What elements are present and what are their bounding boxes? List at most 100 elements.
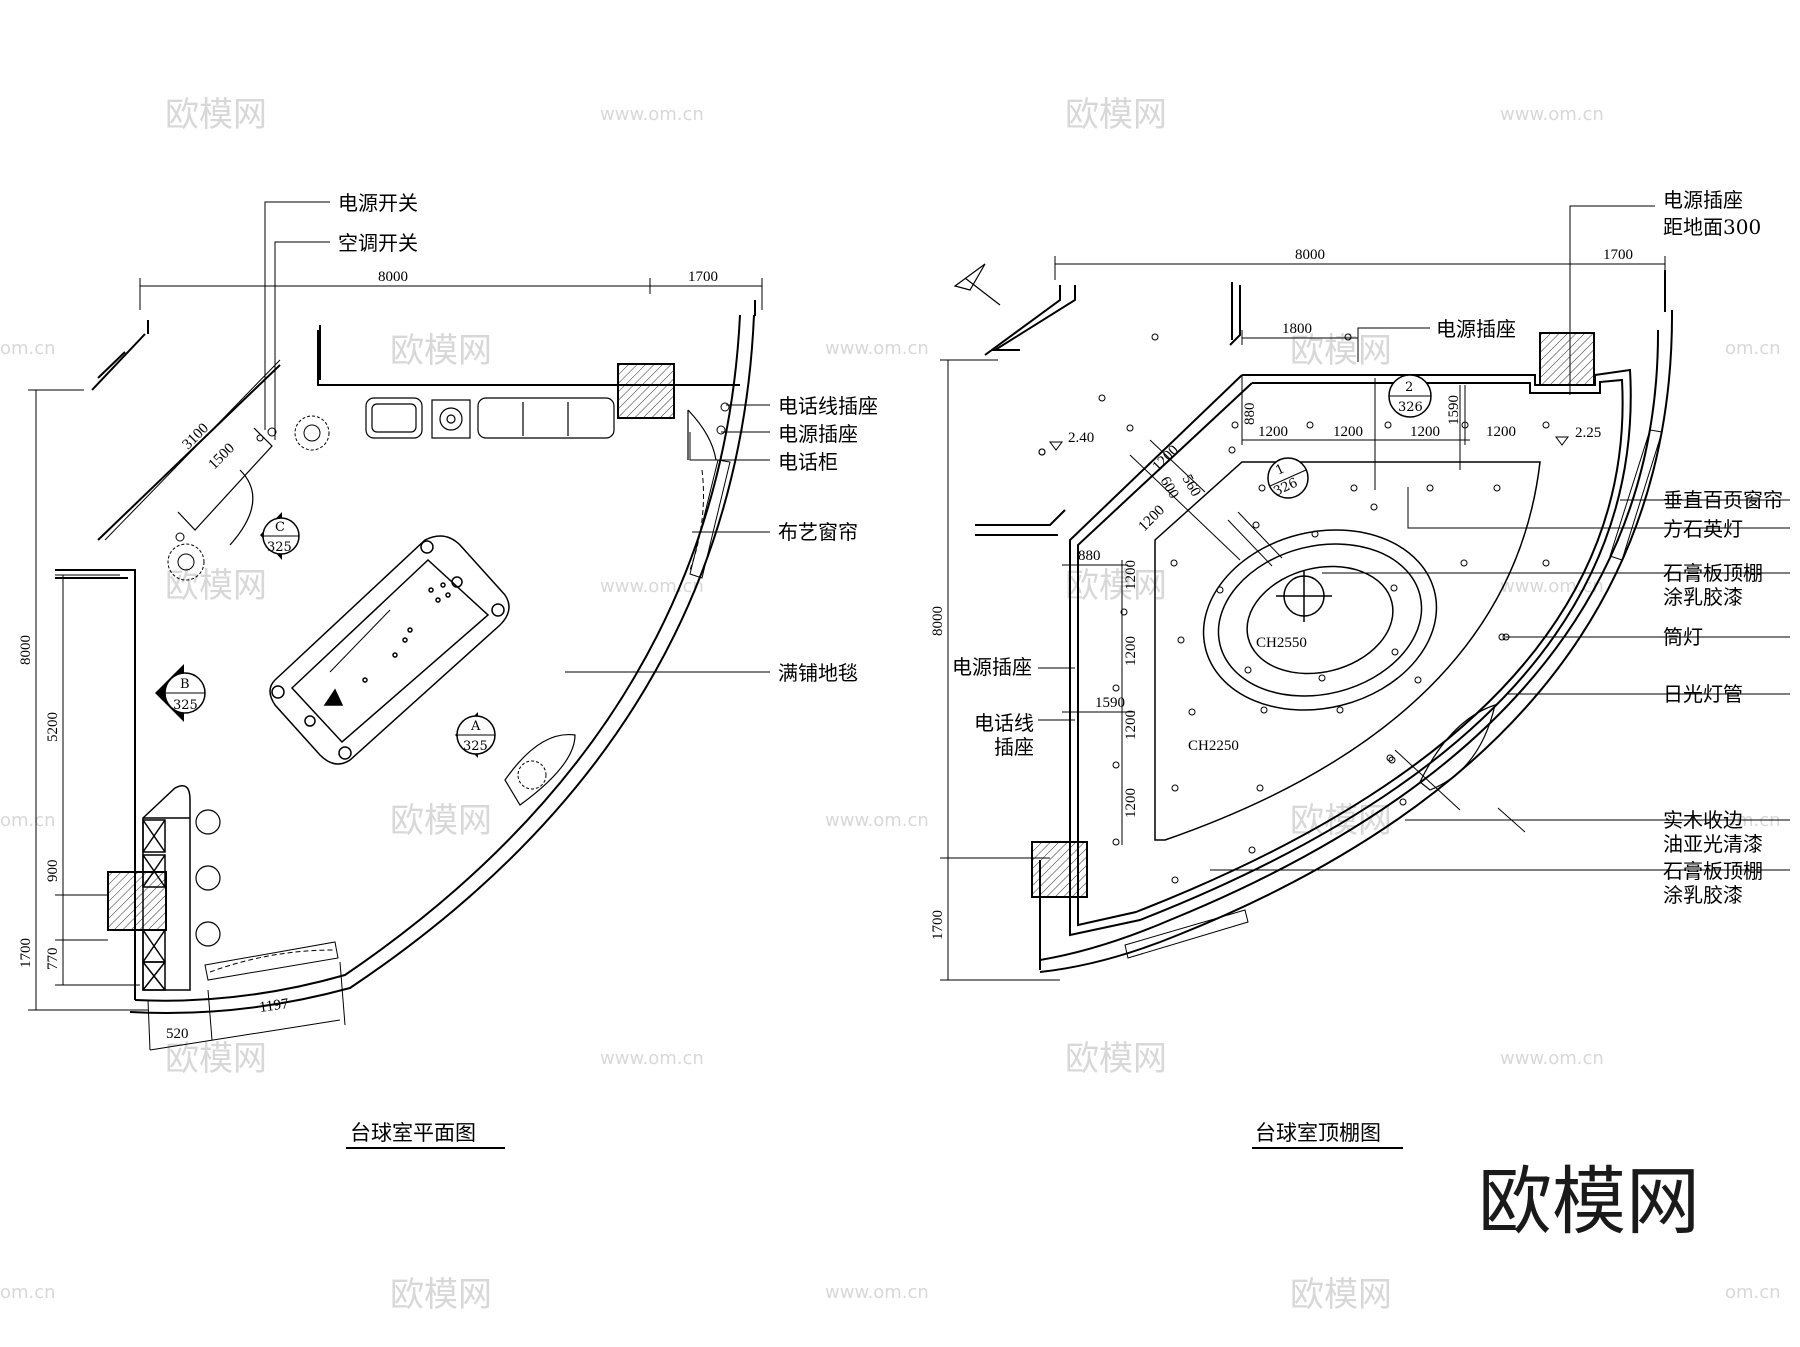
marker-number: 2 — [1405, 380, 1413, 395]
dim-text: 1700 — [688, 269, 718, 285]
dim-text: 520 — [166, 1026, 189, 1042]
socket-symbols — [175, 402, 730, 542]
dim-text: 1800 — [1282, 321, 1312, 337]
watermark-url: www.om.cn — [1500, 1048, 1604, 1069]
ceiling-plan: 电源插座 距地面300 电源插座 垂直百页窗帘 方石英灯 石膏板顶棚 涂乳胶漆 … — [930, 188, 1790, 1149]
label-full-carpet: 满铺地毯 — [778, 661, 858, 685]
section-marker-a: A 325 — [455, 712, 496, 758]
plan-leaders — [264, 201, 770, 673]
dim-text: 880 — [1242, 403, 1258, 426]
section-marker-c: C 325 — [260, 512, 300, 560]
dim-text: 1200 — [1123, 710, 1139, 740]
plan-labels: 电源开关 空调开关 电话线插座 电源插座 电话柜 布艺窗帘 满铺地毯 — [338, 191, 878, 685]
billiard-table — [269, 535, 510, 765]
label-left-phone-line: 电话线 — [974, 711, 1034, 735]
dim-text: 8000 — [1295, 247, 1325, 263]
watermark-url: www.om.cn — [1500, 104, 1604, 125]
dim-text: 5200 — [45, 712, 61, 742]
label-quartz-lamp: 方石英灯 — [1663, 517, 1743, 541]
ceiling-blinds — [1124, 429, 1663, 959]
label-ac-switch: 空调开关 — [338, 231, 418, 255]
label-vertical-blind: 垂直百页窗帘 — [1663, 488, 1783, 512]
marker-letter: B — [180, 677, 190, 692]
label-power-switch: 电源开关 — [338, 191, 418, 215]
watermark-url: www.om.cn — [600, 104, 704, 125]
watermark-brand: 欧模网 — [165, 95, 267, 135]
dim-text: 1200 — [1333, 424, 1363, 440]
ceiling-dimension-lines — [940, 256, 1666, 981]
plant-stand — [504, 733, 576, 806]
dim-text: 1200 — [1123, 636, 1139, 666]
watermark-url-partial: om.cn — [1725, 1282, 1781, 1303]
ceiling-labels: 电源插座 距地面300 电源插座 垂直百页窗帘 方石英灯 石膏板顶棚 涂乳胶漆 … — [952, 188, 1783, 907]
watermark-url-partial: om.cn — [0, 810, 56, 831]
watermark-brand: 欧模网 — [390, 1275, 492, 1315]
watermark-brand: 欧模网 — [1290, 331, 1392, 371]
dim-text: CH2250 — [1188, 738, 1239, 754]
marker-number: 325 — [463, 739, 488, 754]
plan-walls — [55, 300, 756, 1014]
watermark-brand: 欧模网 — [1065, 566, 1167, 606]
label-downlight: 筒灯 — [1663, 625, 1703, 649]
watermark-brand: 欧模网 — [1065, 95, 1167, 135]
label-matte-varnish: 油亚光清漆 — [1663, 832, 1763, 856]
marker-number: 325 — [267, 540, 292, 555]
plan-title: 台球室平面图 — [350, 1121, 476, 1145]
dim-text: 880 — [1078, 548, 1101, 564]
dim-text: 8000 — [930, 606, 946, 636]
dim-text: 1200 — [1258, 424, 1288, 440]
bar-stools — [195, 809, 221, 947]
plan-curtains — [204, 459, 731, 981]
oval-dome — [1202, 529, 1438, 711]
dim-text: 900 — [45, 860, 61, 883]
level-symbols — [1049, 436, 1569, 451]
dim-text: 1200 — [1486, 424, 1516, 440]
dim-text: 1200 — [1410, 424, 1440, 440]
ceiling-leaders — [1038, 205, 1790, 871]
inner-ceiling-panel — [1154, 461, 1541, 841]
dim-text: 1700 — [18, 938, 34, 968]
ceiling-perimeter — [1069, 368, 1632, 937]
marker-letter: A — [470, 719, 481, 734]
label-latex-paint: 涂乳胶漆 — [1663, 585, 1743, 609]
watermark-url-partial: om.cn — [1725, 338, 1781, 359]
north-arrow-icon — [953, 263, 1001, 306]
label-phone-cabinet: 电话柜 — [778, 450, 838, 474]
dim-text: 1200 — [1123, 560, 1139, 590]
dim-text: 1590 — [1446, 395, 1462, 425]
label-gypsum-ceiling-2: 石膏板顶棚 — [1663, 859, 1763, 883]
bar-column-hatched — [107, 871, 167, 931]
column-hatched — [617, 363, 675, 419]
detail-marker-2: 2 326 — [1388, 374, 1432, 418]
watermark-brand: 欧模网 — [165, 566, 267, 606]
watermark-layer: 欧模网 www.om.cn 欧模网 www.om.cn om.cn 欧模网 ww… — [0, 95, 1781, 1315]
marker-number: 325 — [173, 698, 198, 713]
dim-text: 560 — [1179, 472, 1204, 499]
ceiling-title: 台球室顶棚图 — [1255, 1121, 1381, 1145]
label-power-socket: 电源插座 — [1436, 317, 1516, 341]
dim-text: 1197 — [258, 996, 290, 1016]
watermark-url: www.om.cn — [825, 810, 929, 831]
label-power-socket: 电源插座 — [778, 422, 858, 446]
watermark-brand: 欧模网 — [165, 1039, 267, 1079]
dim-text: 1200 — [1123, 788, 1139, 818]
dim-text: 8000 — [18, 635, 34, 665]
plant-icon — [167, 415, 547, 790]
ceiling-column-hatched — [1031, 841, 1088, 898]
level-text: 2.25 — [1575, 425, 1601, 441]
dim-text: 770 — [45, 948, 61, 971]
label-phone-socket: 电话线插座 — [778, 394, 878, 418]
dim-text: 1200 — [1136, 502, 1169, 535]
corner-logo: 欧模网 — [1478, 1159, 1700, 1245]
dim-text: 1500 — [206, 440, 239, 473]
floor-plan: 电源开关 空调开关 电话线插座 电源插座 电话柜 布艺窗帘 满铺地毯 8000 … — [18, 191, 878, 1149]
label-gypsum-ceiling: 石膏板顶棚 — [1663, 561, 1763, 585]
dim-text: 1700 — [1603, 247, 1633, 263]
fluorescent-tube — [1419, 704, 1496, 791]
watermark-brand: 欧模网 — [390, 801, 492, 841]
dim-text: 1590 — [1095, 695, 1125, 711]
phone-cabinet — [687, 409, 717, 461]
marker-ref: 326 — [1398, 400, 1423, 415]
level-text: 2.40 — [1068, 430, 1094, 446]
